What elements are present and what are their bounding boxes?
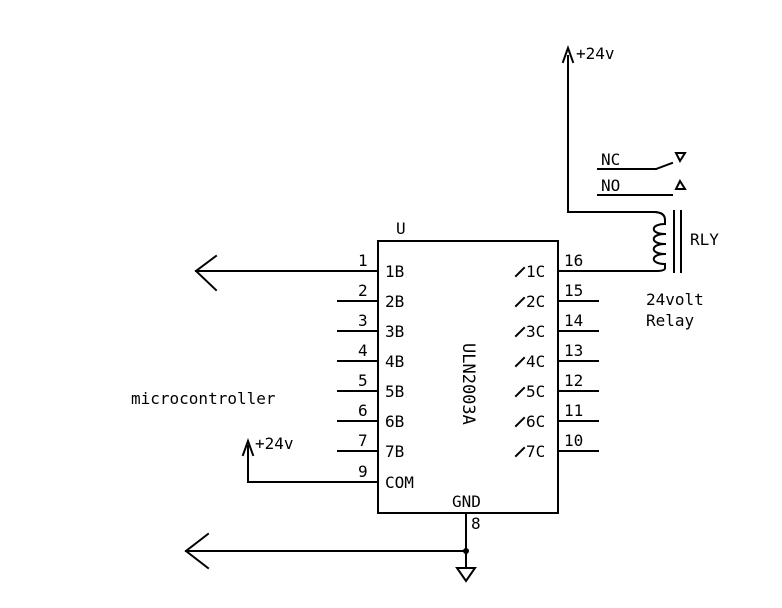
output-slash-mark (514, 296, 526, 308)
output-pin: 12 5C (514, 371, 599, 401)
relay-desc-line2: Relay (646, 311, 695, 330)
output-slash-mark (514, 446, 526, 458)
input-pin-number: 5 (358, 371, 368, 390)
gnd-label: GND (452, 492, 481, 511)
output-pin: 13 4C (514, 341, 599, 371)
input-pin-label: 3B (385, 322, 404, 341)
input-pin-number: 4 (358, 341, 368, 360)
input-pin: 6 6B (337, 401, 404, 431)
ground-bus-arrow (184, 532, 467, 570)
com-pin-number: 9 (358, 462, 368, 481)
output-pin-number: 10 (564, 431, 583, 450)
input-pin-label: 6B (385, 412, 404, 431)
output-pin-number: 13 (564, 341, 583, 360)
ic-body (377, 240, 559, 514)
output-pin-label: 4C (526, 352, 545, 371)
gnd-pin-number: 8 (471, 514, 481, 533)
input-pin: 7 7B (337, 431, 404, 461)
ground-symbol-icon (455, 567, 477, 583)
output-pin: 15 2C (514, 281, 599, 311)
output-pin-number: 14 (564, 311, 583, 330)
top-supply-label: +24v (576, 44, 615, 63)
output-pin-label: 1C (526, 262, 545, 281)
output-pin: 11 6C (514, 401, 599, 431)
output-pin-label: 6C (526, 412, 545, 431)
output-slash-mark (514, 326, 526, 338)
relay-desc-line1: 24volt (646, 290, 704, 309)
input-pin: 5 5B (337, 371, 404, 401)
input-pin-label: 5B (385, 382, 404, 401)
output-pin-label: 2C (526, 292, 545, 311)
input-pin: 2 2B (337, 281, 404, 311)
output-pins: 16 1C 15 2C 14 3C 13 4C 12 5C 11 6C 10 7C (514, 251, 657, 461)
output-slash-mark (514, 266, 526, 278)
input-pin: 1 1B (354, 251, 404, 281)
output-pin-label: 7C (526, 442, 545, 461)
input-pin-number: 6 (358, 401, 368, 420)
left-supply: +24v (241, 434, 339, 483)
relay-contacts: NC NO (597, 150, 687, 196)
input-pin: 3 3B (337, 311, 404, 341)
output-slash-mark (514, 386, 526, 398)
input-pin-label: 4B (385, 352, 404, 371)
input-pin-label: 7B (385, 442, 404, 461)
input-pin: 4 4B (337, 341, 404, 371)
input-pins: 1 1B 2 2B 3 3B 4 4B 5 5B 6 6B 7 7B (337, 251, 404, 461)
com-pin-label: COM (385, 473, 414, 492)
output-slash-mark (514, 416, 526, 428)
relay-nc-contact-icon (674, 152, 687, 164)
input-bus-arrow (194, 254, 356, 292)
relay-coil: RLY (652, 210, 719, 273)
top-supply-wire (567, 55, 655, 213)
relay-armature (654, 161, 674, 171)
relay-no-label: NO (601, 176, 620, 195)
input-pin-number: 2 (358, 281, 368, 300)
relay-ref-label: RLY (690, 230, 719, 249)
relay-coil-winding (652, 210, 667, 273)
ic-ref-label: U (396, 219, 406, 238)
relay-no-contact-icon (674, 178, 687, 190)
output-pin-label: 3C (526, 322, 545, 341)
input-pin-number: 1 (358, 251, 368, 270)
ic-part-label: ULN2003A (458, 343, 478, 425)
output-pin-number: 16 (564, 251, 583, 270)
left-supply-label: +24v (255, 434, 294, 453)
output-slash-mark (514, 356, 526, 368)
input-pin-number: 7 (358, 431, 368, 450)
input-bus-arrow-icon (194, 254, 218, 292)
top-supply-arrow (561, 45, 575, 64)
ground-bus-arrow-icon (184, 532, 210, 570)
microcontroller-label: microcontroller (131, 389, 276, 408)
left-supply-wire (247, 445, 339, 483)
output-pin-number: 11 (564, 401, 583, 420)
output-pin-label: 5C (526, 382, 545, 401)
output-pin-number: 12 (564, 371, 583, 390)
gnd-pin: GND 8 (452, 492, 481, 583)
relay-nc-label: NC (601, 150, 620, 169)
input-pin-label: 1B (385, 262, 404, 281)
left-supply-arrow (241, 438, 255, 457)
com-pin: 9 COM (337, 462, 414, 492)
input-pin-label: 2B (385, 292, 404, 311)
output-pin: 10 7C (514, 431, 599, 461)
input-pin-number: 3 (358, 311, 368, 330)
output-pin: 16 1C (514, 251, 657, 281)
top-supply: +24v (561, 44, 655, 213)
output-pin-number: 15 (564, 281, 583, 300)
output-pin: 14 3C (514, 311, 599, 341)
